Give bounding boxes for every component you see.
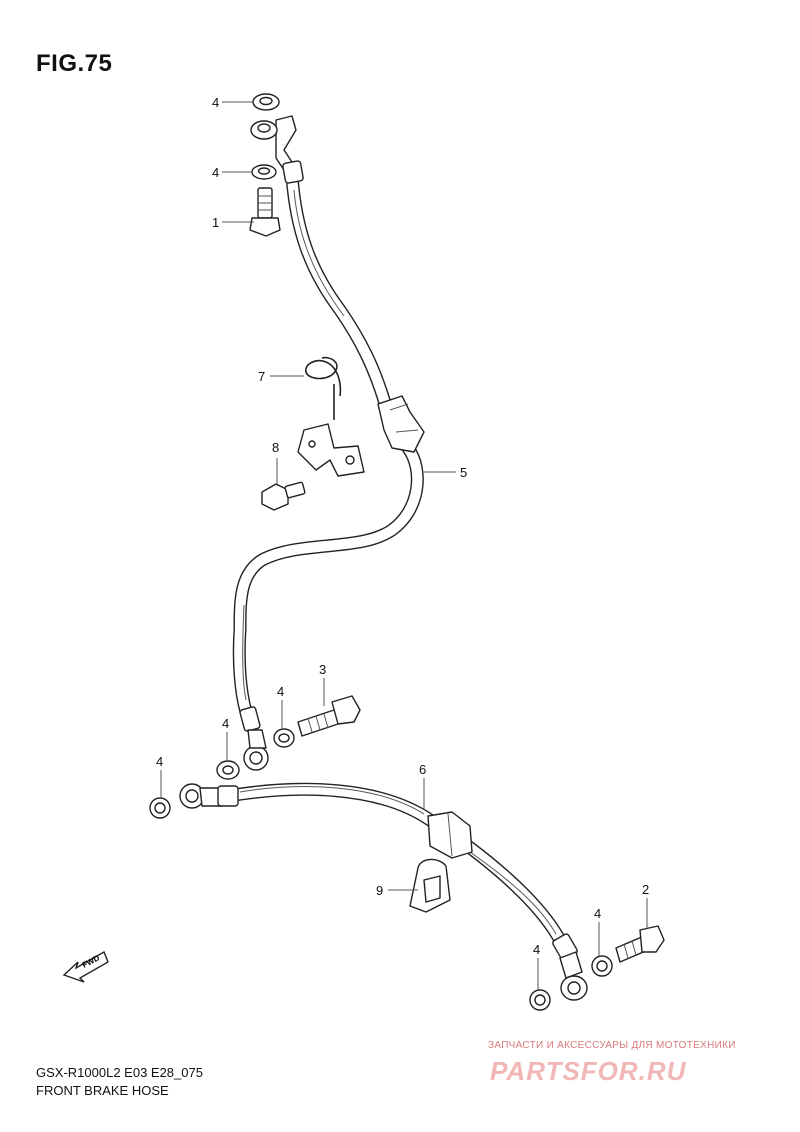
callout-washer-mid-2: 4 <box>277 684 284 699</box>
union-bolt-top <box>249 187 281 237</box>
callout-clamp-9: 9 <box>376 883 383 898</box>
washer-right-2 <box>591 955 613 977</box>
hose-bracket <box>297 423 365 477</box>
banjo-fitting-lower-left <box>179 783 239 809</box>
hose-grommet-lower <box>427 811 473 859</box>
callout-hose-6: 6 <box>419 762 426 777</box>
banjo-fitting-lower-right <box>552 933 588 1001</box>
callout-bolt-8: 8 <box>272 440 279 455</box>
callout-washer-right-2: 4 <box>594 906 601 921</box>
bracket-bolt <box>261 481 306 511</box>
callout-union-bolt-3: 3 <box>319 662 326 677</box>
callout-union-bolt-1: 1 <box>212 215 219 230</box>
callout-washer-mid-1: 4 <box>222 716 229 731</box>
washer-left <box>149 797 171 819</box>
callout-clamp-7: 7 <box>258 369 265 384</box>
watermark-logo: PARTSFOR.RU <box>490 1056 687 1086</box>
hose-clamp-lower <box>409 858 451 913</box>
callout-washer-top-1: 4 <box>212 95 219 110</box>
figure-title: FIG.75 <box>36 50 113 77</box>
callouts: 4 4 1 7 8 5 3 4 4 4 6 9 2 4 4 <box>156 95 649 990</box>
callout-union-bolt-2: 2 <box>642 882 649 897</box>
union-bolt-mid <box>297 695 361 737</box>
figure-code: GSX-R1000L2 E03 E28_075 <box>36 1065 203 1080</box>
banjo-fitting-top <box>250 115 304 184</box>
callout-washer-top-2: 4 <box>212 165 219 180</box>
brake-hose-lower[interactable] <box>221 782 569 951</box>
callout-washer-left: 4 <box>156 754 163 769</box>
callout-washer-right-1: 4 <box>533 942 540 957</box>
brake-hose-upper[interactable] <box>232 169 424 719</box>
hose-grommet-upper <box>377 395 425 453</box>
banjo-fitting-upper-hose-end <box>239 706 269 771</box>
figure-name: FRONT BRAKE HOSE <box>36 1083 169 1098</box>
fwd-arrow-icon: FWD <box>62 950 109 983</box>
washer-top-2 <box>251 164 277 180</box>
washer-top-1 <box>252 93 280 111</box>
washer-right-1 <box>529 989 551 1011</box>
callout-hose-5: 5 <box>460 465 467 480</box>
watermark-caption: ЗАПЧАСТИ И АКСЕССУАРЫ ДЛЯ МОТОТЕХНИКИ <box>488 1040 736 1051</box>
union-bolt-lower <box>615 925 665 963</box>
washer-mid-1 <box>216 760 240 780</box>
hose-clamp-wire <box>305 356 342 420</box>
figure-footer: GSX-R1000L2 E03 E28_075 FRONT BRAKE HOSE <box>36 1064 203 1100</box>
washer-mid-2 <box>273 728 295 748</box>
